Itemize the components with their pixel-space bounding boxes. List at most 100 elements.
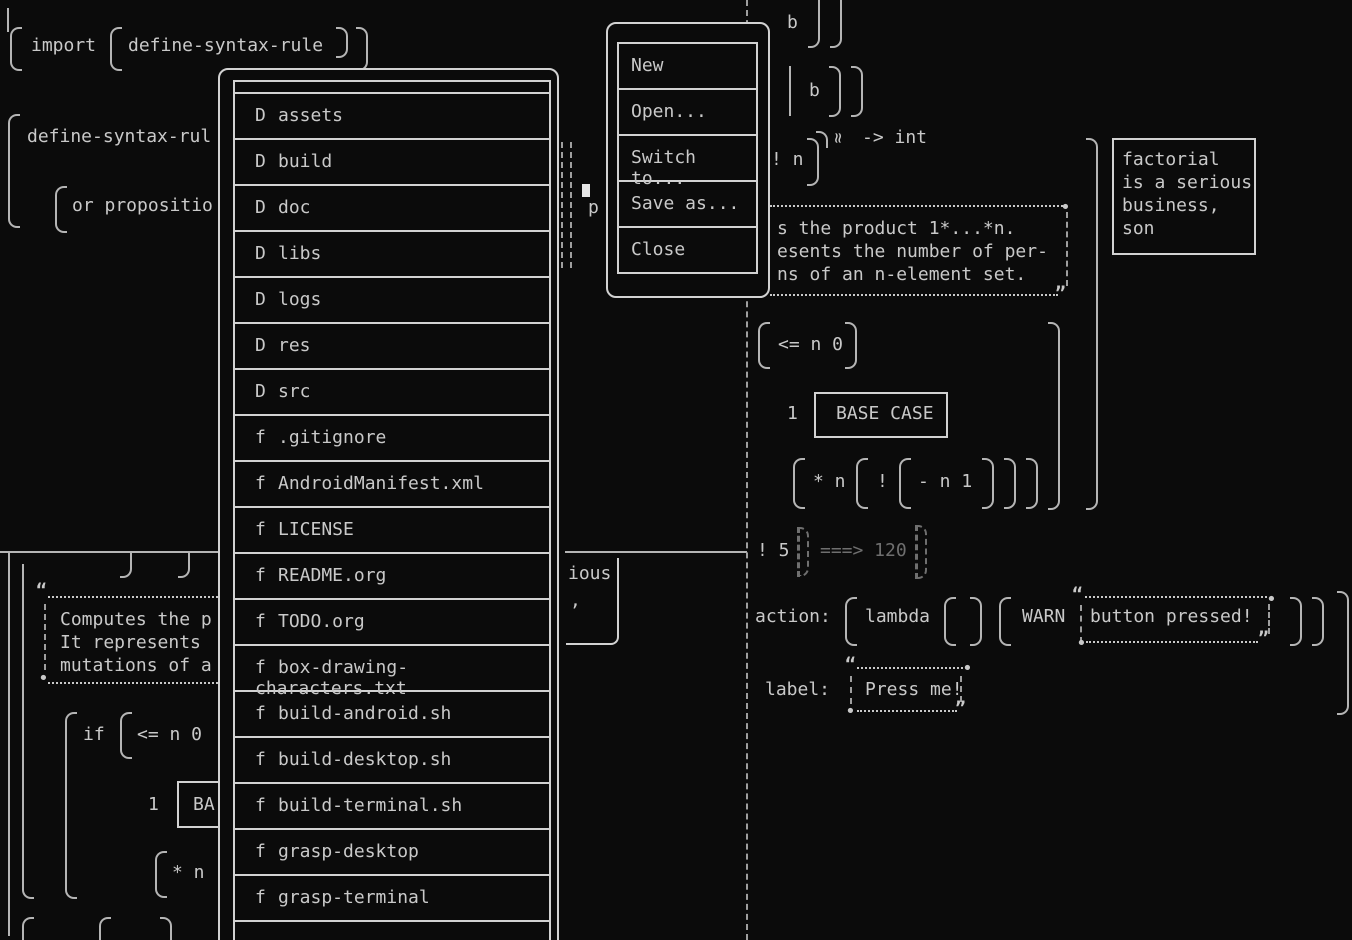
menu-item[interactable]: Close	[617, 226, 758, 274]
mult-expr-clipped[interactable]: * n	[172, 862, 205, 883]
file-type-icon: f	[255, 887, 266, 908]
define-syntax-rule-symbol[interactable]: define-syntax-rule	[128, 35, 324, 56]
docstring-line[interactable]: ns of an n-element set.	[777, 264, 1027, 285]
file-type-icon: D	[255, 289, 266, 310]
docstring-border	[770, 294, 1058, 296]
docstring-line[interactable]: mutations of a	[60, 655, 212, 676]
file-name: assets	[278, 105, 344, 126]
paren-fragment	[570, 142, 572, 268]
base-value[interactable]: 1	[148, 794, 159, 815]
docstring-border	[1066, 212, 1068, 286]
bang-symbol[interactable]: !	[877, 471, 888, 492]
if-keyword[interactable]: if	[83, 724, 105, 745]
open-paren-top	[22, 917, 34, 940]
symbol-b[interactable]: b	[809, 80, 820, 101]
sub-expr[interactable]: - n 1	[918, 471, 973, 492]
menu-item[interactable]: Open...	[617, 88, 758, 136]
lambda-keyword[interactable]: lambda	[865, 606, 931, 627]
file-type-icon: D	[255, 197, 266, 218]
label-key[interactable]: label:	[765, 679, 831, 700]
docstring-line[interactable]: Computes the p	[60, 609, 212, 630]
close-paren	[1026, 458, 1038, 509]
comment-box[interactable]	[1112, 138, 1256, 255]
close-paren	[1312, 597, 1324, 646]
menu-item-label: Switch to...	[631, 147, 697, 189]
close-paren	[982, 458, 994, 509]
string-open-quote: “	[1072, 584, 1083, 605]
docstring-line[interactable]: s the product 1*...*n.	[777, 218, 1016, 239]
file-row[interactable]: f.gitignore	[233, 414, 551, 462]
base-case-text-clipped: BA	[193, 794, 215, 815]
string-border	[1086, 641, 1258, 643]
file-type-icon: D	[255, 335, 266, 356]
string-border	[1080, 605, 1082, 643]
close-paren	[1004, 458, 1016, 509]
cursor-char[interactable]: p	[588, 197, 599, 218]
menu-item[interactable]: New	[617, 42, 758, 90]
file-name: grasp-desktop	[278, 841, 419, 862]
menu-item[interactable]: Switch to...	[617, 134, 758, 189]
open-paren	[22, 564, 34, 899]
menu-item[interactable]: Save as...	[617, 180, 758, 228]
warn-keyword[interactable]: WARN	[1022, 606, 1066, 627]
open-paren	[155, 851, 167, 898]
open-paren	[8, 114, 20, 228]
or-proposition-clipped[interactable]: or propositio	[72, 195, 213, 216]
docstring-line[interactable]: esents the number of per-	[777, 241, 1048, 262]
function-signature[interactable]: ! n	[771, 149, 804, 170]
file-type-icon: f	[255, 473, 266, 494]
string-open-quote: “	[845, 654, 856, 675]
label-value-string[interactable]: Press me!	[865, 679, 963, 700]
symbol-b[interactable]: b	[787, 12, 798, 33]
string-border	[1268, 604, 1270, 634]
close-paren-bottom	[830, 0, 842, 48]
mult-expr[interactable]: * n	[813, 471, 846, 492]
open-paren	[856, 458, 868, 509]
warn-message-string[interactable]: button pressed!	[1090, 606, 1253, 627]
file-type-icon: f	[255, 703, 266, 724]
open-paren	[999, 597, 1011, 646]
file-row-partial[interactable]	[233, 920, 551, 940]
example-call[interactable]: ! 5	[757, 540, 790, 561]
condition-expr[interactable]: <= n 0	[137, 724, 203, 745]
import-keyword[interactable]: import	[31, 35, 97, 56]
define-syntax-rule-clipped[interactable]: define-syntax-rul	[27, 126, 212, 147]
base-case-box[interactable]	[814, 392, 948, 438]
docstring-corner-dot: •	[38, 668, 49, 689]
string-border	[857, 667, 963, 669]
action-key[interactable]: action:	[755, 606, 831, 627]
condition-expr[interactable]: <= n 0	[778, 334, 844, 355]
file-type-icon: f	[255, 519, 266, 540]
base-value[interactable]: 1	[787, 403, 798, 424]
return-type[interactable]: -> int	[862, 127, 928, 148]
open-paren-top	[99, 917, 111, 940]
close-paren-bottom	[178, 551, 190, 578]
docstring-line[interactable]: It represents	[60, 632, 201, 653]
string-corner-dot: •	[845, 701, 856, 722]
string-border	[960, 676, 962, 702]
file-name: libs	[278, 243, 322, 264]
file-type-icon: f	[255, 427, 266, 448]
close-paren	[829, 66, 841, 117]
docstring-border	[44, 604, 46, 670]
open-paren	[758, 322, 770, 369]
file-name: README.org	[278, 565, 387, 586]
pane-separator	[565, 551, 747, 553]
